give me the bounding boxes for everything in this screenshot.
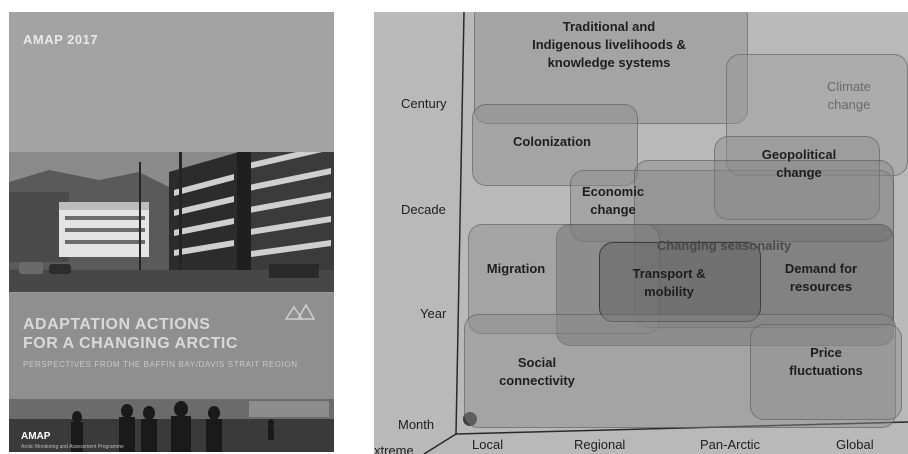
cover-title-band: ADAPTATION ACTIONS FOR A CHANGING ARCTIC… bbox=[9, 293, 334, 399]
label-demand: Demand for resources bbox=[784, 261, 858, 294]
cover-title-line1: ADAPTATION ACTIONS bbox=[23, 316, 211, 333]
cover-building-photo bbox=[9, 152, 334, 292]
people-silhouettes bbox=[9, 399, 334, 452]
y-label-century: Century bbox=[401, 96, 447, 111]
box-colonization bbox=[472, 104, 638, 186]
label-geopolitical: Geopolitical change bbox=[761, 147, 837, 180]
box-social bbox=[464, 314, 896, 428]
cover-people-photo: AMAP Arctic Monitoring and Assessment Pr… bbox=[9, 399, 334, 452]
label-price: Price fluctuations bbox=[789, 345, 863, 378]
label-colonization: Colonization bbox=[513, 134, 591, 149]
cover-title: ADAPTATION ACTIONS FOR A CHANGING ARCTIC bbox=[23, 315, 238, 353]
label-seasonality: Changing seasonality bbox=[656, 238, 792, 253]
label-transport: Transport & mobility bbox=[632, 266, 706, 299]
cover-year-label: AMAP 2017 bbox=[23, 32, 99, 47]
y-label-year: Year bbox=[420, 306, 447, 321]
drivers-diagram: Century Decade Year Month xtreme Local R… bbox=[374, 12, 908, 454]
box-traditional bbox=[474, 12, 748, 124]
box-geopolitical bbox=[714, 136, 880, 220]
report-cover: AMAP 2017 bbox=[9, 12, 334, 452]
box-economic bbox=[570, 170, 894, 242]
cover-subtitle: PERSPECTIVES FROM THE BAFFIN BAY/DAVIS S… bbox=[23, 360, 298, 369]
cover-sky bbox=[9, 12, 334, 164]
label-climate: Climate change bbox=[826, 79, 872, 112]
label-migration: Migration bbox=[486, 261, 546, 276]
y-label-month: Month bbox=[398, 417, 435, 432]
box-transport bbox=[599, 242, 761, 322]
cover-title-line2: FOR A CHANGING ARCTIC bbox=[23, 335, 238, 352]
label-economic: Economic change bbox=[581, 184, 645, 217]
x-label-extreme: xtreme bbox=[374, 443, 414, 454]
label-social: Social connectivity bbox=[499, 355, 575, 388]
amap-logo-sub: Arctic Monitoring and Assessment Program… bbox=[21, 444, 124, 450]
x-label-pan-arctic: Pan-Arctic bbox=[700, 437, 760, 452]
y-label-decade: Decade bbox=[401, 202, 446, 217]
amap-logo: AMAP bbox=[21, 431, 51, 442]
aaca-logo bbox=[284, 303, 316, 320]
label-traditional: Traditional and Indigenous livelihoods &… bbox=[532, 19, 686, 70]
x-label-regional: Regional bbox=[574, 437, 626, 452]
x-label-local: Local bbox=[472, 437, 504, 452]
box-price bbox=[750, 324, 902, 420]
x-label-global: Global bbox=[836, 437, 874, 452]
box-climate bbox=[726, 54, 908, 176]
